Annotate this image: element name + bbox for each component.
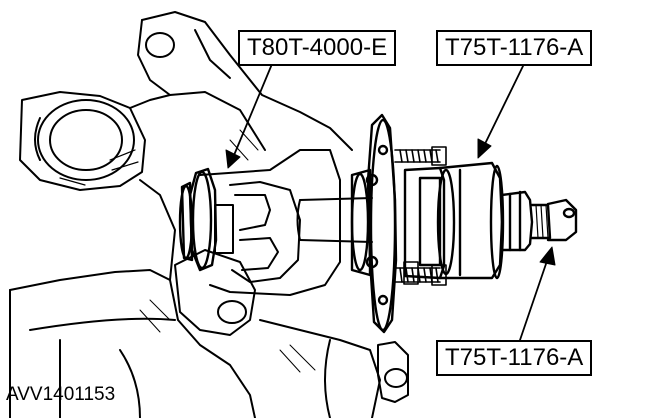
axle-shaft <box>296 197 373 243</box>
arrowheads <box>225 138 556 266</box>
puller-threaded-rods <box>394 146 447 286</box>
arrowhead-puller-lower <box>539 246 556 266</box>
figure-id: AVV1401153 <box>6 384 116 405</box>
cv-joint-housing <box>199 149 341 296</box>
adapter-t80t-4000-e <box>178 167 218 272</box>
callout-puller-lower-label: T75T-1176-A <box>445 344 584 371</box>
callout-adapter-label: T80T-4000-E <box>247 34 388 61</box>
arrowhead-puller-upper <box>477 138 492 159</box>
callout-puller-upper: T75T-1176-A <box>436 30 593 66</box>
callout-adapter: T80T-4000-E <box>238 30 397 66</box>
callout-puller-upper-label: T75T-1176-A <box>445 34 584 61</box>
steering-knuckle <box>9 11 409 418</box>
arrowhead-adapter <box>225 149 241 169</box>
leader-lines <box>231 63 549 341</box>
callout-puller-lower: T75T-1176-A <box>436 340 593 376</box>
wheel-hub-flange <box>350 113 398 334</box>
puller-body-t75t-1176-a <box>403 161 578 280</box>
